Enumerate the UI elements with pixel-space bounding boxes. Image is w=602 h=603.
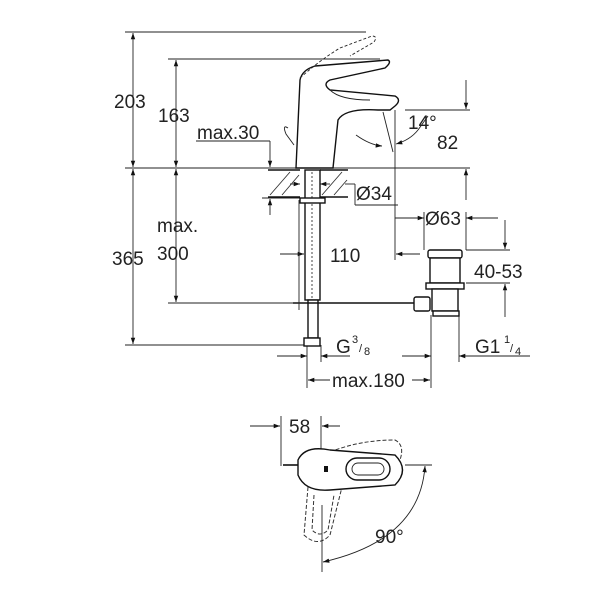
label-max-spacing: max.180: [332, 371, 405, 392]
label-overall-height: 203: [114, 92, 146, 113]
label-waste-diameter: Ø63: [425, 209, 461, 230]
label-lever-height: 163: [158, 106, 190, 127]
dimension-40-53: [466, 220, 510, 317]
label-spout-angle: 14°: [408, 113, 437, 134]
label-supply-thread: G 3 / 8: [336, 334, 370, 358]
label-rotation-angle: 90°: [375, 527, 404, 548]
supply-thread-den: 8: [364, 346, 370, 358]
dimension-g114: [402, 315, 530, 388]
dimension-d63: [395, 212, 498, 250]
supply-thread-num: 3: [352, 334, 358, 346]
waste-fitting: [413, 249, 465, 317]
label-spout-height: 82: [437, 133, 458, 154]
waste-thread-num: 1: [504, 334, 510, 346]
fraction-slash: /: [359, 343, 363, 355]
supply-thread-prefix: G: [336, 337, 351, 358]
label-supply-length: 365: [112, 249, 144, 270]
label-waste-thread: G1 1 / 4: [475, 334, 521, 358]
waste-thread-den: 4: [515, 346, 521, 358]
faucet-side-view: [283, 35, 420, 347]
waste-thread-prefix: G1: [475, 337, 500, 358]
dimension-g38: [277, 345, 350, 388]
label-waste-range: 40-53: [474, 262, 523, 283]
label-lever-offset: 58: [289, 417, 310, 438]
label-hole-diameter: Ø34: [356, 184, 392, 205]
fraction-slash: /: [510, 343, 514, 355]
label-spout-reach: 110: [330, 246, 360, 267]
dimension-max30: [196, 140, 300, 215]
label-max-below-deck: 300: [157, 244, 189, 265]
label-max: max.: [157, 216, 198, 237]
sink-deck-section: [268, 169, 348, 198]
dimension-14deg: [355, 111, 429, 153]
dimension-d34: [290, 181, 398, 206]
faucet-top-view: [250, 416, 432, 572]
label-max-deck-thickness: max.30: [197, 123, 259, 144]
